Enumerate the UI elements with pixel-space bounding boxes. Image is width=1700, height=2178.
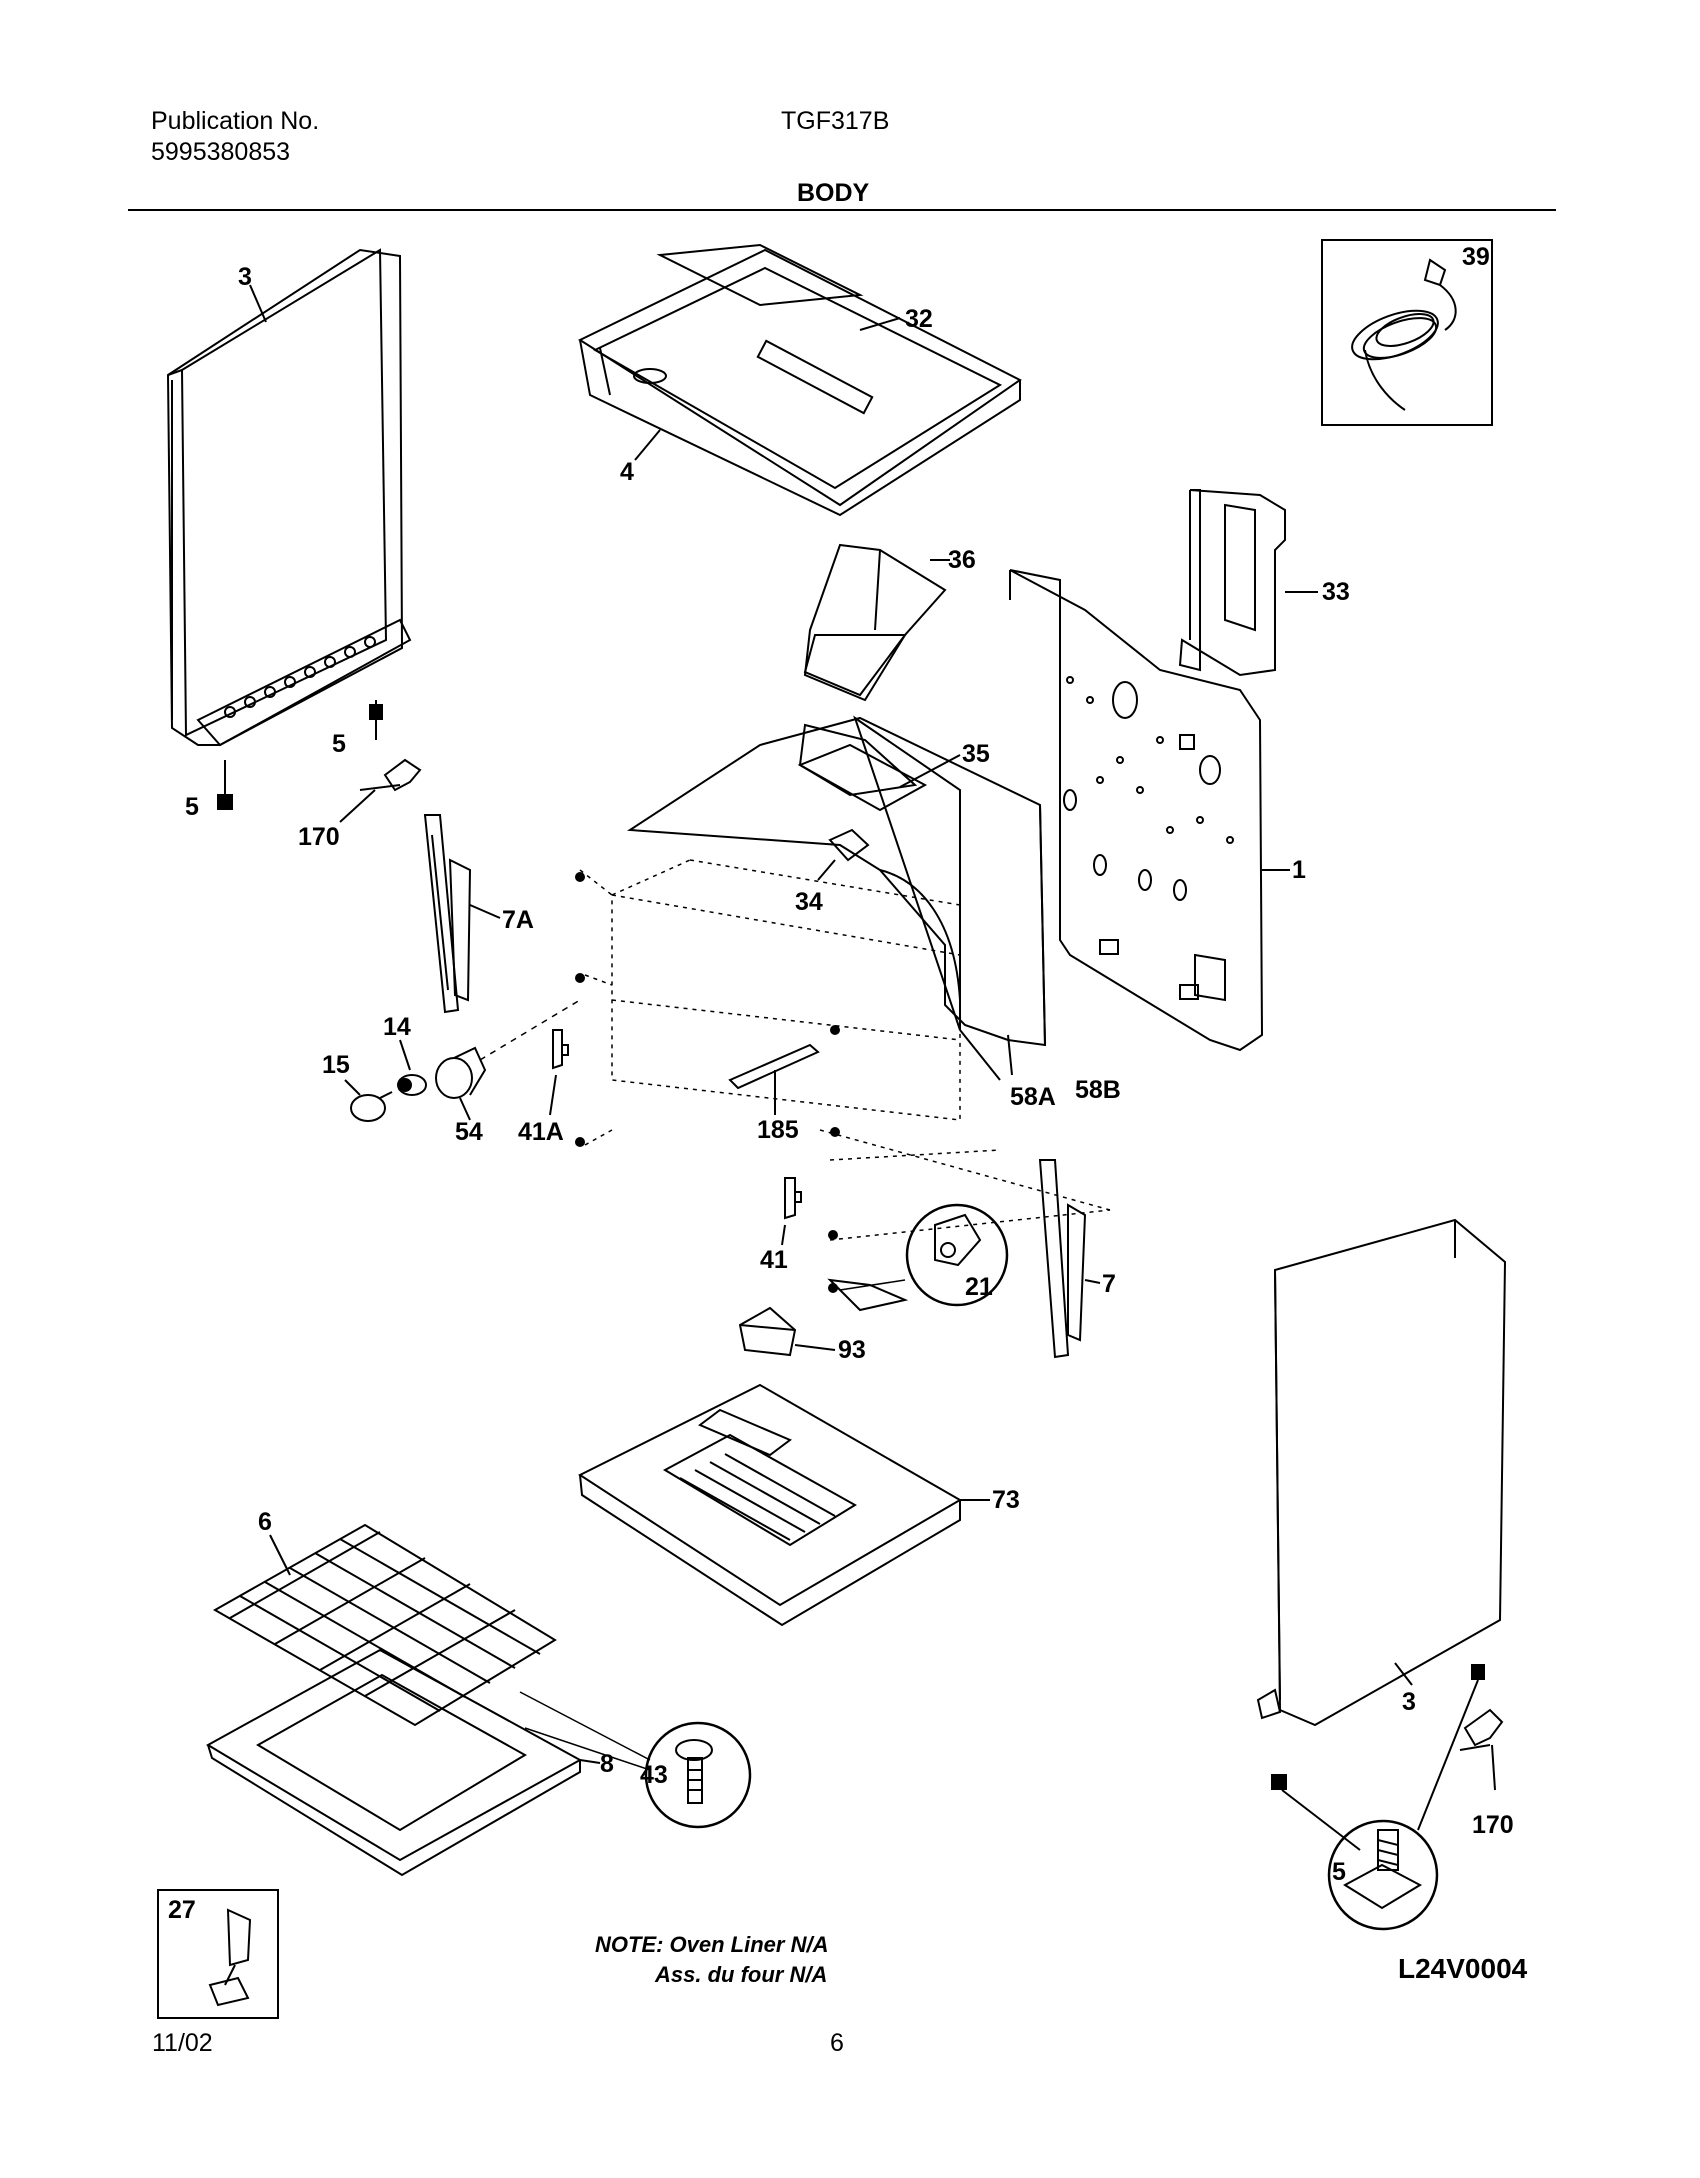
vent-duct bbox=[803, 543, 947, 702]
screw-left-lower bbox=[217, 760, 233, 810]
lamp-bulb bbox=[350, 1091, 393, 1122]
callout-side-panel-right: 3 bbox=[1402, 1688, 1416, 1716]
publication-label: Publication No. bbox=[151, 107, 320, 135]
oven-rack bbox=[212, 1523, 557, 1727]
note-line-1: NOTE: Oven Liner N/A bbox=[595, 1932, 828, 1957]
side-panel-left-drawing bbox=[166, 248, 412, 747]
callout-back-panel-shield: 33 bbox=[1322, 578, 1350, 606]
hinge-7 bbox=[1038, 1159, 1087, 1359]
callout-vent-plate: 35 bbox=[962, 740, 990, 768]
callout-bracket-41: 41 bbox=[760, 1246, 788, 1274]
drawing-code: L24V0004 bbox=[1398, 1953, 1528, 1984]
leveling-leg-inset-circle bbox=[1327, 1819, 1439, 1931]
footer-date: 11/02 bbox=[152, 2029, 213, 2057]
callout-oven-baffle: 185 bbox=[757, 1116, 799, 1144]
hinge-receiver-left bbox=[359, 758, 422, 792]
clip-inset-circle bbox=[905, 1203, 1009, 1307]
leveling-leg-screws bbox=[1271, 1664, 1485, 1790]
footer-page-number: 6 bbox=[830, 2029, 844, 2057]
oven-bottom bbox=[577, 1383, 962, 1627]
callout-insulation-58a: 58A bbox=[1010, 1083, 1056, 1111]
callout-top-frame: 4 bbox=[620, 458, 634, 486]
callout-screw-left-lower: 5 bbox=[185, 793, 199, 821]
hinge-7a bbox=[423, 814, 472, 1014]
top-frame-drawing bbox=[577, 243, 1022, 517]
callout-oven-bottom: 73 bbox=[992, 1486, 1020, 1514]
hinge-receiver-right bbox=[1459, 1708, 1504, 1751]
callout-rear-cover-frame: 32 bbox=[905, 305, 933, 333]
callout-hinge-7a: 7A bbox=[502, 906, 534, 934]
callout-burner-baffle: 93 bbox=[838, 1336, 866, 1364]
bracket-41 bbox=[784, 1177, 802, 1220]
oven-insulation-body bbox=[626, 715, 1047, 1047]
leader-3-left bbox=[249, 284, 267, 323]
oven-baffle bbox=[728, 1043, 820, 1090]
note-line-2: Ass. du four N/A bbox=[654, 1962, 827, 1987]
vent-plate bbox=[797, 743, 928, 812]
clip-tab bbox=[827, 1278, 909, 1312]
leveling-leg bbox=[1343, 1829, 1423, 1910]
power-cord bbox=[1351, 258, 1457, 411]
callout-clip-21: 21 bbox=[965, 1273, 993, 1301]
callout-screw-left-upper: 5 bbox=[332, 730, 346, 758]
screw-left-upper bbox=[369, 700, 383, 740]
anti-tip-inset-box bbox=[157, 1889, 279, 2019]
callout-hinge-7: 7 bbox=[1102, 1270, 1116, 1298]
screw-43 bbox=[675, 1739, 713, 1804]
section-title: BODY bbox=[797, 179, 870, 207]
callout-hinge-receiver-right: 170 bbox=[1472, 1811, 1514, 1839]
callout-lamp-bulb: 15 bbox=[322, 1051, 350, 1079]
callout-screw-43: 43 bbox=[640, 1761, 668, 1789]
bracket-41a bbox=[552, 1029, 569, 1070]
callout-power-cord: 39 bbox=[1462, 243, 1490, 271]
lamp-socket bbox=[397, 1074, 427, 1096]
screw-43-inset-circle bbox=[644, 1721, 752, 1829]
anti-tip-bracket bbox=[208, 1908, 252, 2007]
callout-lamp-socket: 14 bbox=[383, 1013, 411, 1041]
callout-vent-duct: 36 bbox=[948, 546, 976, 574]
burner-baffle bbox=[738, 1306, 797, 1357]
callout-vent-fitting: 34 bbox=[795, 888, 823, 916]
side-panel-right-drawing bbox=[1256, 1218, 1507, 1727]
callout-hinge-receiver-left: 170 bbox=[298, 823, 340, 851]
callout-insulation-58b: 58B bbox=[1075, 1076, 1121, 1104]
callout-side-panel-left: 3 bbox=[238, 263, 252, 291]
back-panel bbox=[1009, 569, 1264, 1052]
callout-bracket-41a: 41A bbox=[518, 1118, 564, 1146]
power-cord-inset-box bbox=[1321, 239, 1493, 426]
callout-back-panel: 1 bbox=[1292, 856, 1306, 884]
back-panel-shield bbox=[1178, 489, 1286, 677]
lamp-cover bbox=[435, 1046, 487, 1099]
publication-number: 5995380853 bbox=[151, 138, 291, 166]
callout-lamp-cover: 54 bbox=[455, 1118, 483, 1146]
callout-oven-rack: 6 bbox=[258, 1508, 272, 1536]
clip-21 bbox=[934, 1213, 982, 1267]
oven-liner-dashed bbox=[579, 859, 1111, 1241]
callout-anti-tip: 27 bbox=[168, 1896, 196, 1924]
callout-leveling-leg: 5 bbox=[1332, 1858, 1346, 1886]
model-number: TGF317B bbox=[781, 107, 890, 135]
vent-fitting bbox=[828, 828, 870, 862]
